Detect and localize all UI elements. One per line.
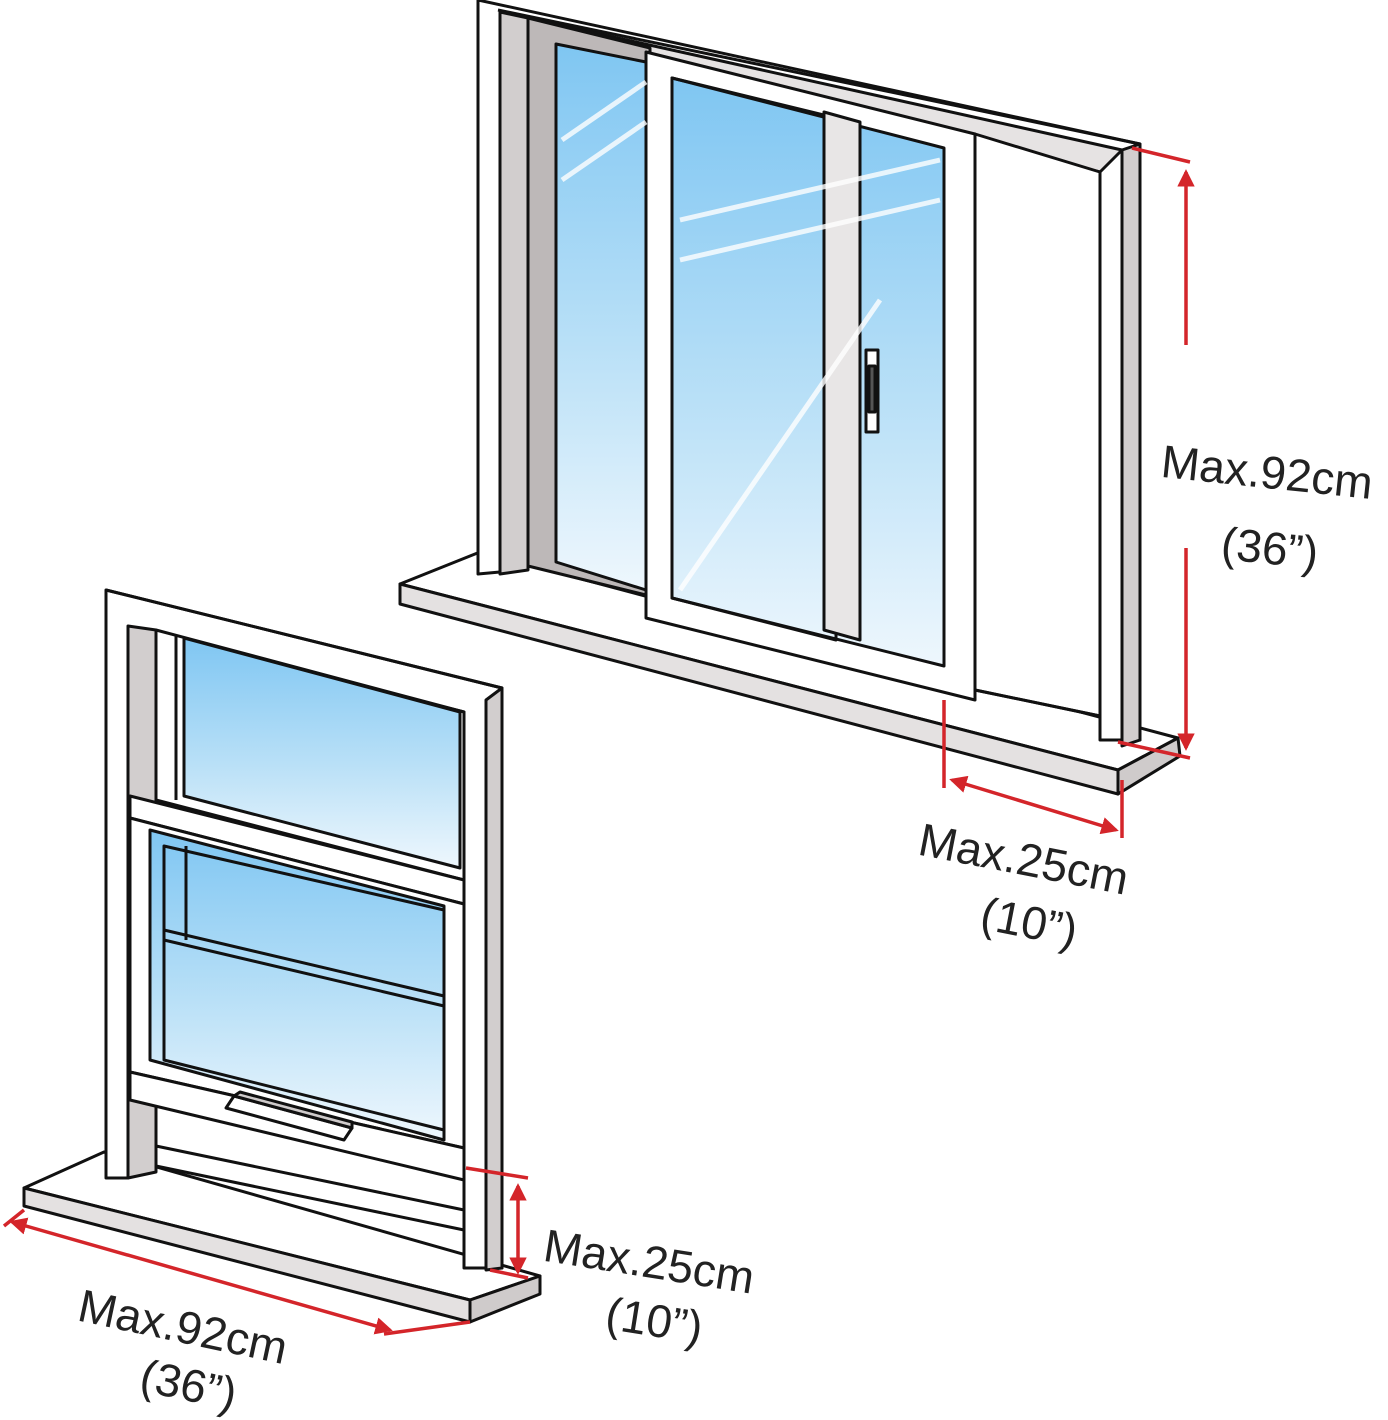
hung-width-arrow bbox=[9, 1217, 393, 1335]
hung-width-guide-right bbox=[383, 1320, 471, 1336]
hung-window-upper-glass bbox=[182, 636, 462, 870]
hung-window-lower-glass bbox=[148, 828, 446, 1142]
sliding-height-guide-bottom bbox=[1117, 740, 1191, 760]
sliding-depth-arrow bbox=[949, 775, 1119, 835]
sliding-height-guide-top bbox=[1131, 146, 1191, 164]
sliding-height-imperial: (36”) bbox=[1218, 517, 1321, 579]
hung-depth-guide-top bbox=[465, 1166, 529, 1180]
hung-window-right-jamb bbox=[484, 686, 504, 1272]
sliding-height-label-imperial: (36”) bbox=[1218, 517, 1321, 579]
hung-window bbox=[22, 588, 542, 1324]
sliding-window-right-jamb bbox=[1120, 142, 1142, 748]
hung-depth-guide-bottom bbox=[489, 1268, 529, 1280]
measurement-lines bbox=[2, 146, 1195, 1336]
sliding-window-rear-glass bbox=[554, 42, 648, 592]
sliding-window bbox=[398, 0, 1182, 796]
diagram-canvas bbox=[2, 0, 1195, 1336]
sliding-window-left-jamb bbox=[498, 10, 530, 576]
